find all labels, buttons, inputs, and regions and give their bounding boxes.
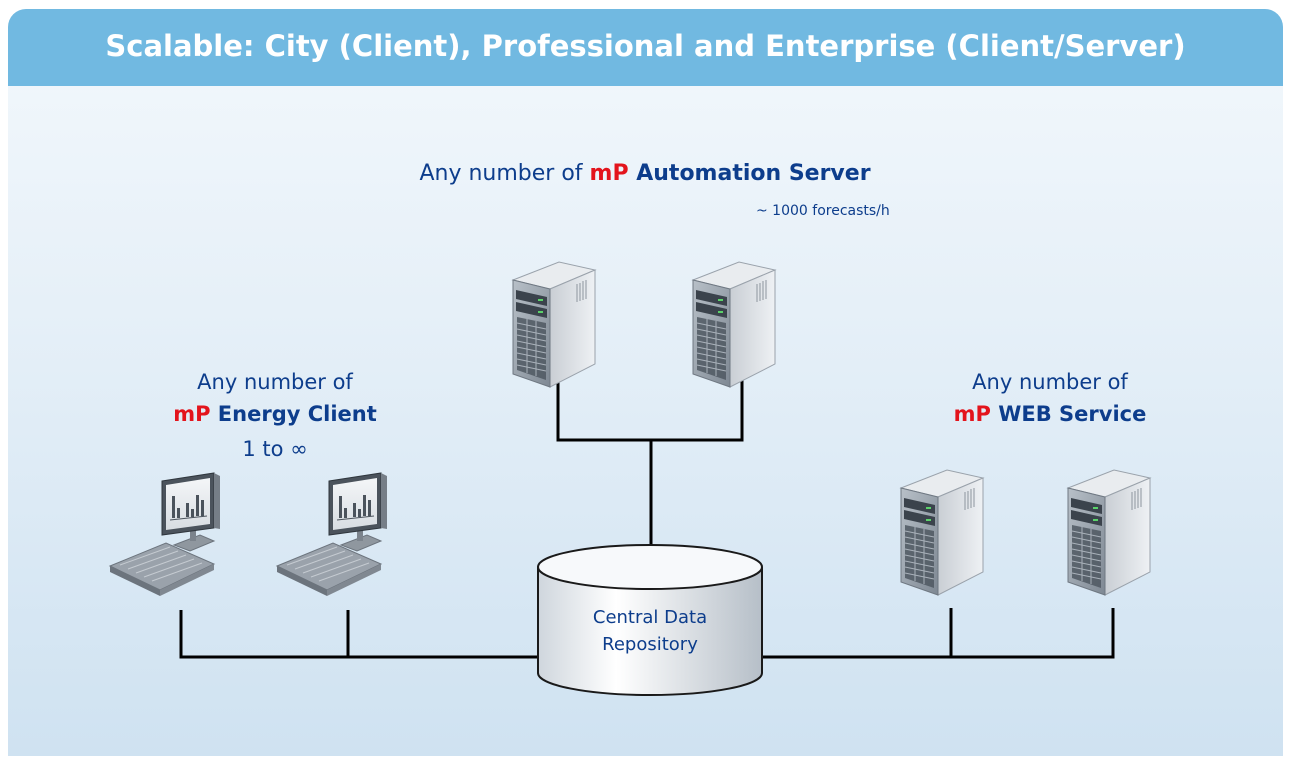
client-prefix: Any number of: [197, 370, 353, 394]
automation-server-2-icon: [692, 261, 776, 388]
automation-server-1-icon: [512, 261, 596, 388]
client-brand: mP: [173, 402, 211, 426]
client-name: Energy Client: [210, 402, 377, 426]
automation-brand: mP: [589, 161, 629, 186]
client-workstation-1-icon: [109, 472, 221, 597]
web-server-2-icon: [1067, 469, 1151, 596]
web-brand: mP: [953, 402, 991, 426]
automation-server-label: Any number of mP Automation Server: [0, 161, 1290, 186]
client-workstation-2-icon: [276, 472, 388, 597]
web-prefix: Any number of: [972, 370, 1128, 394]
repository-label-line2: Repository: [602, 634, 698, 655]
database-icon: [537, 544, 763, 696]
automation-throughput: ~ 1000 forecasts/h: [756, 203, 890, 219]
network-lines: [179, 376, 1115, 659]
header-bar: Scalable: City (Client), Professional an…: [8, 9, 1283, 86]
automation-name: Automation Server: [628, 161, 871, 186]
client-label: mP Energy Client: [120, 402, 430, 426]
web-name: WEB Service: [990, 402, 1147, 426]
web-label: mP WEB Service: [880, 402, 1220, 426]
repository-label-line1: Central Data: [592, 607, 708, 628]
page-title: Scalable: City (Client), Professional an…: [105, 29, 1186, 63]
client-range: 1 to ∞: [242, 437, 308, 461]
automation-prefix: Any number of: [419, 161, 590, 186]
web-server-1-icon: [900, 469, 984, 596]
